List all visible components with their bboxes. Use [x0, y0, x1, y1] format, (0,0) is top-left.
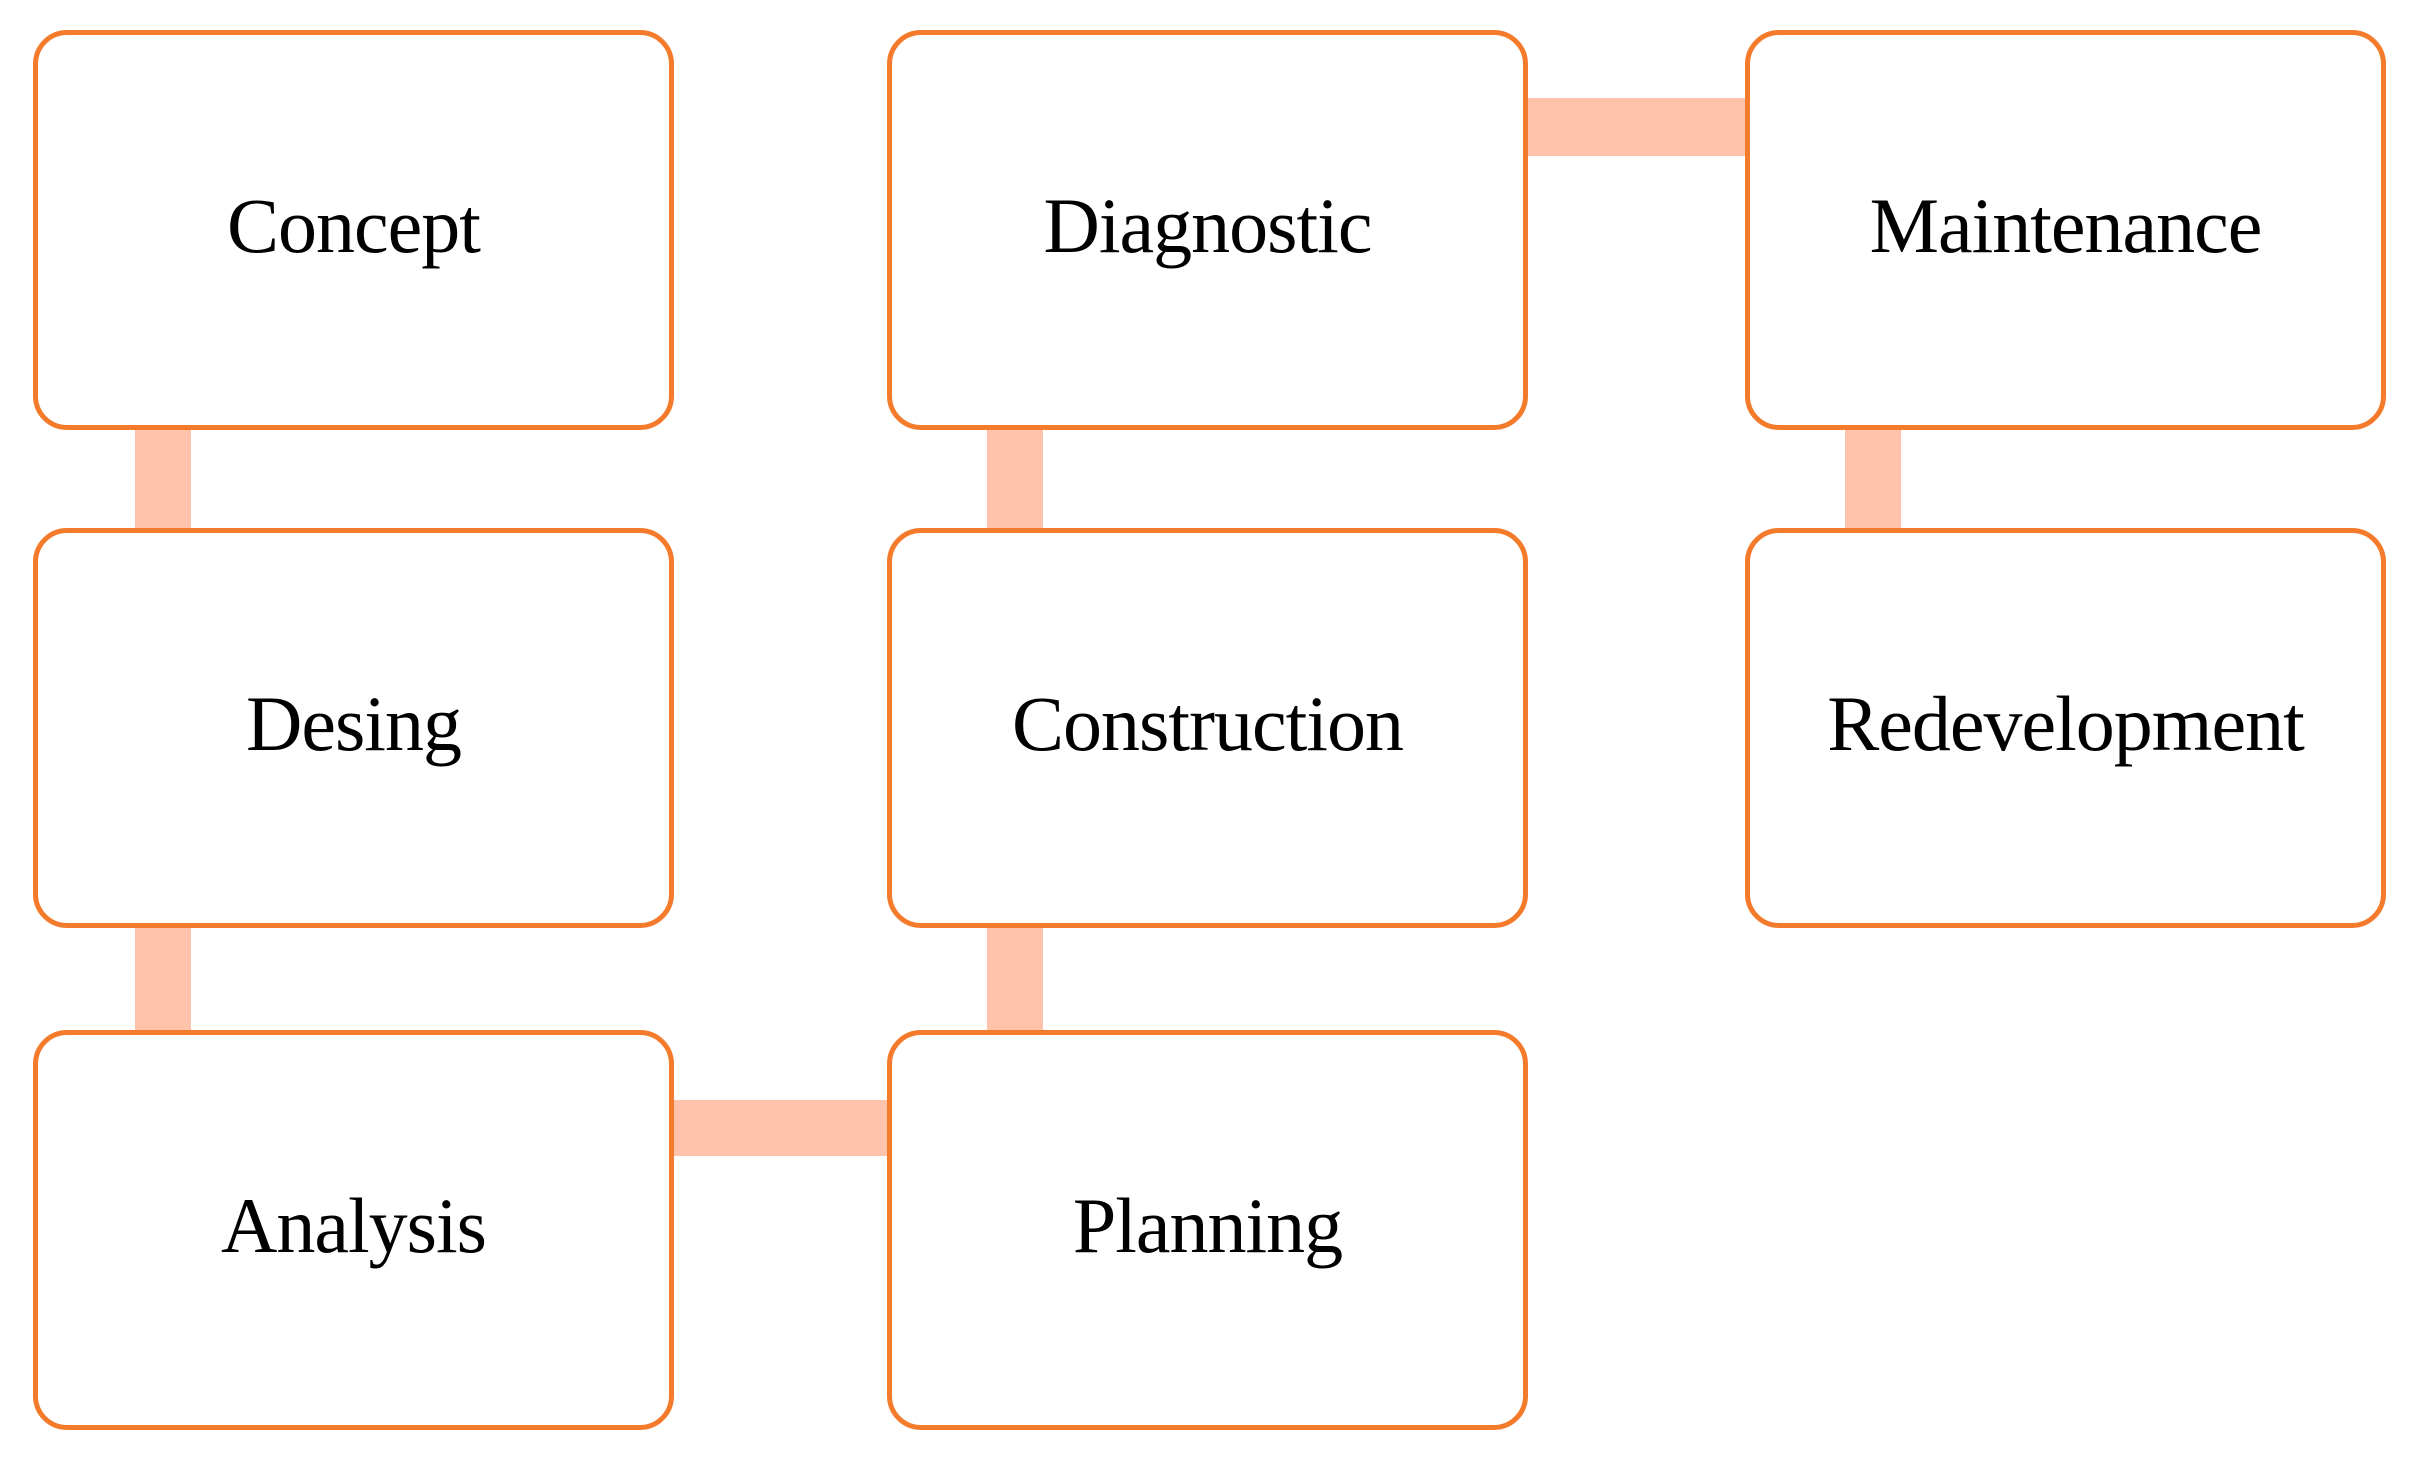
connector-analysis-planning: [668, 1100, 893, 1156]
node-label-construction: Construction: [1012, 680, 1404, 767]
node-label-maintenance: Maintenance: [1869, 182, 2263, 269]
node-label-redevelopment: Redevelopment: [1827, 680, 2305, 767]
node-concept: Concept: [33, 30, 674, 430]
connector-concept-desing: [135, 420, 191, 540]
connector-diagnostic-maintenance: [1522, 98, 1751, 156]
connector-construction-diagnostic: [987, 420, 1043, 540]
node-label-analysis: Analysis: [221, 1182, 487, 1269]
connector-planning-construction: [987, 918, 1043, 1042]
connector-desing-analysis: [135, 918, 191, 1042]
connector-maintenance-redevelopment: [1845, 420, 1901, 540]
node-diagnostic: Diagnostic: [887, 30, 1528, 430]
node-planning: Planning: [887, 1030, 1528, 1430]
node-maintenance: Maintenance: [1745, 30, 2386, 430]
node-label-diagnostic: Diagnostic: [1043, 182, 1373, 269]
node-redevelopment: Redevelopment: [1745, 528, 2386, 928]
node-analysis: Analysis: [33, 1030, 674, 1430]
node-label-desing: Desing: [246, 680, 462, 767]
node-label-concept: Concept: [227, 182, 481, 269]
node-desing: Desing: [33, 528, 674, 928]
node-label-planning: Planning: [1072, 1182, 1343, 1269]
node-construction: Construction: [887, 528, 1528, 928]
